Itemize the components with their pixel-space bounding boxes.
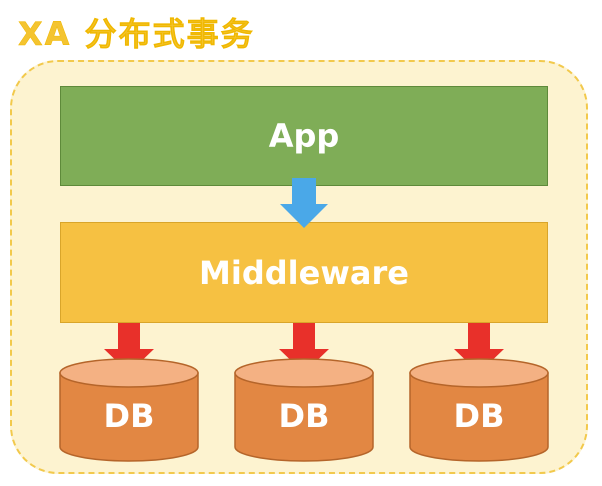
app-to-middleware-arrow — [280, 178, 328, 228]
middleware-label: Middleware — [199, 253, 409, 292]
middleware-box: Middleware — [60, 222, 548, 323]
db-cylinder-2 — [234, 358, 374, 462]
db-cylinder-3 — [409, 358, 549, 462]
diagram-title: XA 分布式事务 — [18, 15, 255, 54]
app-label: App — [268, 117, 340, 155]
db-cylinder-1 — [59, 358, 199, 462]
db-label-2: DB — [278, 397, 330, 435]
db-label-3: DB — [453, 397, 505, 435]
db-label-1: DB — [103, 397, 155, 435]
